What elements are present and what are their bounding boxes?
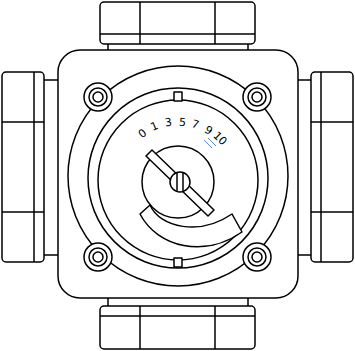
flange-ring — [68, 66, 288, 286]
handle — [140, 146, 242, 247]
port-bottom — [100, 296, 255, 349]
notch-bottom — [174, 258, 182, 267]
port-left — [2, 72, 62, 262]
valve-body — [58, 50, 298, 298]
bolt-heads — [84, 83, 271, 271]
scale-number: 5 — [178, 116, 186, 127]
scale-number: 3 — [164, 117, 173, 129]
dial-plate — [98, 100, 258, 260]
cover-ring — [88, 88, 268, 268]
port-top — [100, 2, 255, 54]
port-right — [293, 72, 353, 262]
notch-top — [174, 92, 182, 101]
